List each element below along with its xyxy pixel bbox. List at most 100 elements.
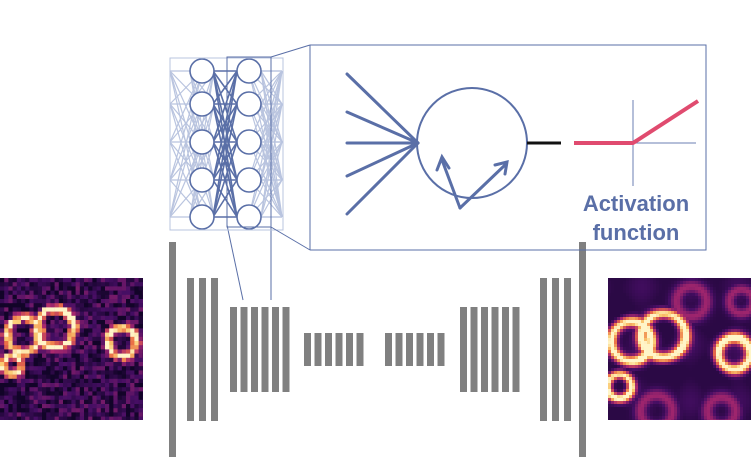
image-pixel [614, 326, 618, 330]
image-pixel [608, 278, 612, 282]
image-pixel [722, 335, 726, 339]
noise-pixel [142, 357, 143, 363]
image-pixel [647, 314, 651, 318]
image-pixel [740, 350, 744, 354]
image-pixel [731, 281, 735, 285]
image-pixel [650, 356, 654, 360]
image-pixel [656, 347, 660, 351]
image-pixel [644, 350, 648, 354]
noise-pixel [25, 307, 30, 312]
image-pixel [701, 293, 705, 297]
image-pixel [725, 380, 729, 384]
image-pixel [647, 335, 651, 339]
image-pixel [683, 374, 687, 378]
noise-pixel [84, 336, 89, 342]
noise-pixel [12, 353, 18, 359]
noise-pixel [54, 345, 60, 350]
image-pixel [710, 338, 714, 342]
noise-pixel [130, 357, 135, 363]
layer-bar [187, 278, 194, 421]
image-pixel [683, 302, 687, 306]
noise-pixel [100, 328, 106, 333]
image-pixel [719, 287, 723, 291]
noise-pixel [88, 387, 93, 392]
image-pixel [656, 308, 660, 312]
image-pixel [647, 404, 651, 408]
noise-pixel [117, 315, 123, 321]
image-pixel [626, 389, 630, 393]
noise-pixel [142, 328, 143, 333]
noise-pixel [0, 332, 5, 338]
image-pixel [707, 338, 711, 342]
image-pixel [641, 323, 645, 327]
noise-pixel [50, 282, 55, 287]
noise-pixel [12, 307, 18, 312]
image-pixel [671, 323, 675, 327]
image-pixel [638, 389, 642, 393]
image-pixel [629, 278, 633, 282]
image-pixel [644, 320, 648, 324]
image-pixel [704, 413, 708, 417]
noise-pixel [100, 320, 106, 325]
image-pixel [647, 365, 651, 369]
noise-pixel [33, 404, 39, 409]
noise-pixel [126, 336, 131, 342]
image-pixel [722, 308, 726, 312]
noise-pixel [130, 412, 135, 417]
image-pixel [668, 416, 672, 420]
image-pixel [668, 344, 672, 348]
image-pixel [725, 311, 729, 315]
noise-pixel [25, 362, 30, 367]
image-pixel [647, 407, 651, 411]
image-pixel [626, 314, 630, 318]
noise-pixel [96, 307, 102, 312]
noise-pixel [37, 303, 43, 308]
image-pixel [623, 305, 627, 309]
image-pixel [728, 299, 732, 303]
image-pixel [722, 344, 726, 348]
noise-pixel [12, 303, 18, 308]
image-pixel [641, 296, 645, 300]
image-pixel [653, 401, 657, 405]
image-pixel [620, 347, 624, 351]
image-pixel [683, 386, 687, 390]
image-pixel [608, 317, 612, 321]
image-pixel [668, 320, 672, 324]
image-pixel [614, 353, 618, 357]
image-pixel [686, 362, 690, 366]
noise-pixel [12, 315, 18, 321]
noise-pixel [37, 286, 43, 291]
image-pixel [665, 365, 669, 369]
noise-pixel [4, 362, 9, 367]
image-pixel [737, 356, 741, 360]
noise-pixel [58, 328, 64, 333]
noise-pixel [46, 357, 51, 363]
noise-pixel [25, 341, 30, 346]
image-pixel [644, 341, 648, 345]
noise-pixel [100, 378, 106, 384]
noise-pixel [130, 341, 135, 346]
noise-pixel [25, 357, 30, 363]
image-pixel [683, 308, 687, 312]
image-pixel [620, 389, 624, 393]
image-pixel [635, 401, 639, 405]
image-pixel [611, 317, 615, 321]
image-pixel [641, 293, 645, 297]
image-pixel [608, 416, 612, 420]
image-pixel [614, 338, 618, 342]
image-pixel [683, 380, 687, 384]
image-pixel [668, 377, 672, 381]
image-pixel [746, 284, 750, 288]
image-pixel [641, 314, 645, 318]
image-pixel [635, 383, 639, 387]
image-pixel [680, 401, 684, 405]
image-pixel [653, 416, 657, 420]
image-pixel [629, 362, 633, 366]
image-pixel [620, 335, 624, 339]
noise-pixel [71, 324, 76, 329]
image-pixel [647, 317, 651, 321]
image-pixel [689, 353, 693, 357]
noise-pixel [126, 307, 131, 312]
image-pixel [656, 392, 660, 396]
